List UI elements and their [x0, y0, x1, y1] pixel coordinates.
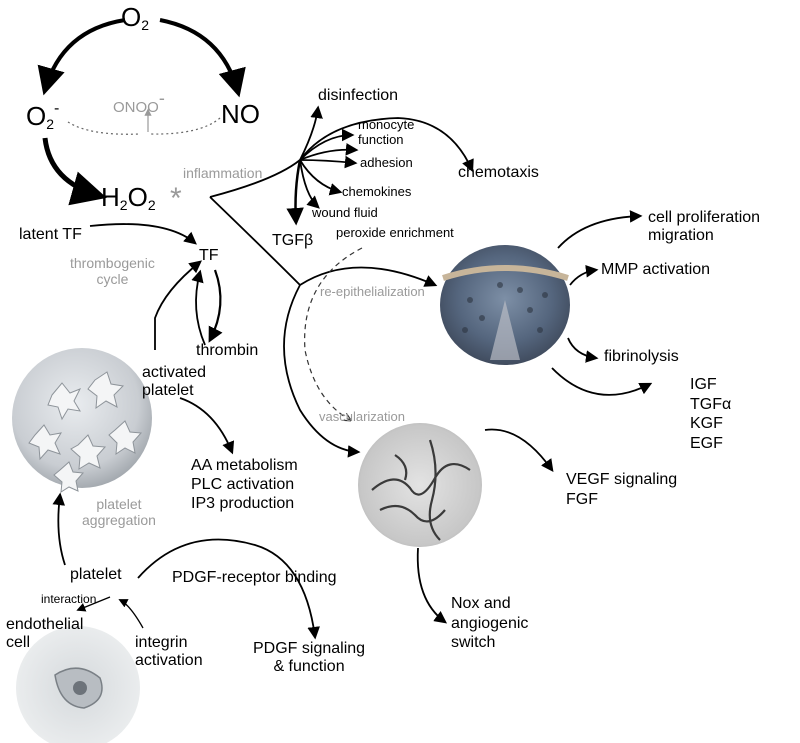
epithelium-micrograph	[440, 245, 570, 365]
wound-fluid-label: wound fluid	[312, 205, 378, 220]
platelet-aggregation-label: platelet aggregation	[82, 496, 156, 528]
adhesion-label: adhesion	[360, 155, 413, 170]
vessel-arrows	[416, 428, 554, 624]
mmp-activation-label: MMP activation	[601, 261, 711, 278]
tf-label: TF	[199, 247, 219, 264]
superoxide-symbol: O	[26, 101, 47, 131]
aa-metabolism-label: AA metabolism PLC activation IP3 product…	[191, 457, 298, 513]
oxygen-symbol: O	[121, 2, 142, 32]
interaction-label: interaction	[41, 592, 97, 606]
growth-factors-label: IGF TGFα KGF EGF	[690, 376, 732, 452]
peroxide-enrichment-label: peroxide enrichment	[336, 225, 454, 240]
epithelium-arrows	[551, 210, 653, 396]
oxygen-subscript: 2	[141, 17, 150, 33]
platelet-micrograph	[12, 348, 152, 493]
nitric-oxide-symbol: NO	[221, 99, 260, 129]
superoxide-label: O2-	[26, 100, 59, 133]
nox-angiogenic-switch-label: Nox and angiogenic switch	[451, 595, 529, 652]
chemokines-label: chemokines	[342, 184, 412, 199]
ros-cycle-arrows	[37, 18, 246, 206]
superoxide-charge: -	[54, 100, 60, 117]
pdgf-signaling-label: PDGF signaling & function	[253, 640, 366, 675]
peroxynitrite-label: ONOO-	[113, 88, 165, 117]
endothelial-micrograph	[16, 626, 140, 743]
thrombin-label: thrombin	[196, 342, 259, 359]
thrombogenic-arrows	[89, 223, 235, 455]
activated-platelet-label: activated platelet	[142, 364, 207, 399]
tgf-beta-label: TGFβ	[272, 232, 314, 249]
oxygen-label: O2	[121, 2, 150, 34]
peroxynitrite-symbol: ONOO	[113, 99, 159, 116]
inflammation-label: inflammation	[183, 165, 263, 181]
cell-proliferation-label: cell proliferation migration	[648, 209, 761, 244]
vascularization-label: vascularization	[319, 409, 405, 424]
latent-tf-label: latent TF	[19, 226, 82, 243]
hydrogen-peroxide-label: H2O2	[101, 182, 156, 213]
platelet-label: platelet	[70, 566, 122, 583]
thrombogenic-cycle-label: thrombogenic cycle	[70, 255, 155, 287]
nitric-oxide-label: NO	[221, 99, 260, 129]
pdgf-arrows	[52, 492, 320, 640]
pdgf-receptor-binding-label: PDGF-receptor binding	[172, 569, 337, 586]
inflammation-arrows	[209, 105, 474, 458]
integrin-activation-label: integrin activation	[135, 634, 203, 669]
endothelial-cell-label: endothelial cell	[6, 616, 84, 651]
re-epithelialization-label: re-epithelialization	[320, 284, 425, 299]
vasculature-micrograph	[358, 423, 482, 547]
monocyte-function-label: monocyte function	[358, 117, 415, 147]
disinfection-label: disinfection	[318, 87, 399, 104]
superoxide-subscript: 2	[46, 116, 55, 132]
asterisk-mark: *	[170, 182, 182, 215]
chemotaxis-label: chemotaxis	[458, 164, 539, 181]
peroxynitrite-charge: -	[158, 88, 165, 108]
fibrinolysis-label: fibrinolysis	[604, 348, 679, 365]
vegf-signaling-label: VEGF signaling FGF	[566, 471, 678, 508]
